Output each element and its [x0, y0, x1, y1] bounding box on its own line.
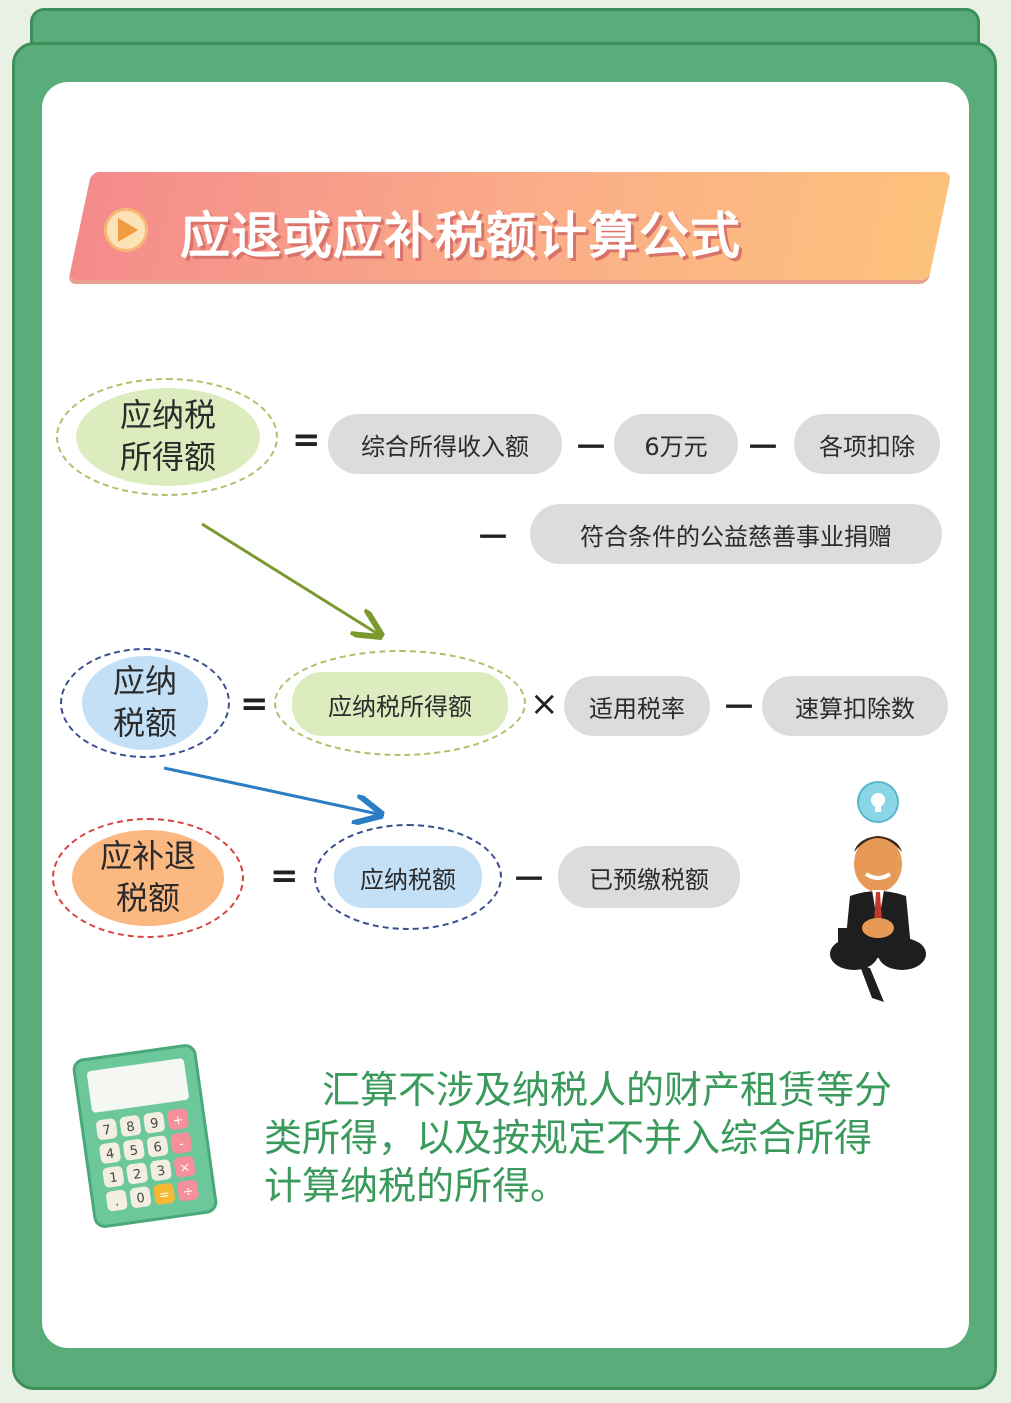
- formula1-term-income: 综合所得收入额: [328, 414, 562, 474]
- formula3-equals: =: [270, 856, 299, 896]
- calculator-key: [167, 1108, 189, 1130]
- calculator-key-label: 2: [132, 1167, 142, 1183]
- tax-payable-oval: [60, 648, 230, 758]
- formula2-rate: 适用税率: [564, 676, 710, 736]
- formula3-paid: 已预缴税额: [558, 846, 740, 908]
- calculator-key-label: =: [158, 1187, 171, 1203]
- taxable-income-ref-oval: [274, 650, 526, 756]
- formula3-lhs: 应补退 税额: [99, 837, 196, 917]
- page-title: 应退或应补税额计算公式: [180, 207, 741, 265]
- calculator-key-label: ÷: [182, 1184, 195, 1200]
- tax-refund-oval-fill: [72, 830, 224, 926]
- formula1-term-deductions: 各项扣除: [794, 414, 940, 474]
- calculator-key-label: 9: [149, 1116, 159, 1132]
- calculator-key-label: 7: [102, 1123, 112, 1139]
- businessman-illustration: [830, 781, 926, 1002]
- formula1-term-donation: 符合条件的公益慈善事业捐赠: [530, 504, 942, 564]
- calculator-key-label: -: [178, 1137, 185, 1153]
- formula2-deduction: 速算扣除数: [762, 676, 948, 736]
- calculator-key-label: 5: [129, 1143, 139, 1159]
- calculator-key-label: ×: [178, 1160, 191, 1176]
- calculator-key: [170, 1132, 192, 1154]
- calculator-key: [123, 1139, 145, 1161]
- calculator-key-label: 8: [126, 1119, 136, 1135]
- formula1-minus-1: －: [574, 428, 608, 468]
- calculator-key-label: 4: [105, 1147, 115, 1163]
- calculator-key: [150, 1159, 172, 1181]
- calculator-key-label: 1: [108, 1170, 118, 1186]
- calculator-key: [99, 1142, 121, 1164]
- formula2-minus: －: [722, 688, 756, 728]
- calculator-key: [126, 1162, 148, 1185]
- frame-top-tab: [30, 8, 980, 48]
- calculator-key: [129, 1186, 152, 1208]
- note-line-1: 汇算不涉及纳税人的财产租赁等分: [322, 1068, 893, 1112]
- formula1-term-60k: 6万元: [614, 414, 738, 474]
- tax-payable-oval-fill: [82, 656, 208, 750]
- formula1-equals: =: [292, 420, 321, 460]
- formula1-minus-2: －: [746, 428, 780, 468]
- formula3-first: 应纳税额: [334, 846, 482, 908]
- calculator-key: [153, 1183, 175, 1205]
- calculator-key: [177, 1179, 199, 1202]
- taxable-income-oval-fill: [76, 388, 260, 486]
- calculator-key: [106, 1189, 128, 1212]
- formula1-lhs: 应纳税 所得额: [119, 396, 216, 476]
- note-line-3: 计算纳税的所得。: [264, 1164, 569, 1208]
- calculator-key-label: .: [114, 1194, 120, 1209]
- calculator-key: [96, 1118, 118, 1140]
- formula1-minus-3: －: [476, 518, 510, 558]
- formula2-equals: =: [240, 684, 269, 724]
- formula2-lhs: 应纳 税额: [112, 662, 177, 742]
- calculator-key-label: 6: [153, 1140, 163, 1156]
- note-paragraph: 汇算不涉及纳税人的财产租赁等分 类所得，以及按规定不并入综合所得 计算纳税的所得…: [264, 1066, 944, 1210]
- formula3-minus: －: [512, 860, 546, 900]
- formula2-times: ×: [530, 684, 559, 724]
- play-triangle-icon: [118, 218, 138, 242]
- calculator-key: [174, 1156, 196, 1178]
- calculator-key: [119, 1115, 142, 1137]
- calculator-key-label: 3: [156, 1164, 166, 1180]
- calculator-key: [143, 1111, 165, 1134]
- calculator-key: [102, 1166, 125, 1188]
- calculator-key-label: 0: [136, 1191, 146, 1207]
- tax-refund-oval: [52, 818, 244, 938]
- note-line-2: 类所得，以及按规定不并入综合所得: [264, 1116, 873, 1160]
- formula2-first: 应纳税所得额: [292, 672, 508, 736]
- tax-payable-ref-oval: [314, 824, 502, 930]
- taxable-income-oval: [56, 378, 278, 496]
- calculator-key: [146, 1135, 169, 1157]
- calculator-key-label: +: [172, 1113, 185, 1129]
